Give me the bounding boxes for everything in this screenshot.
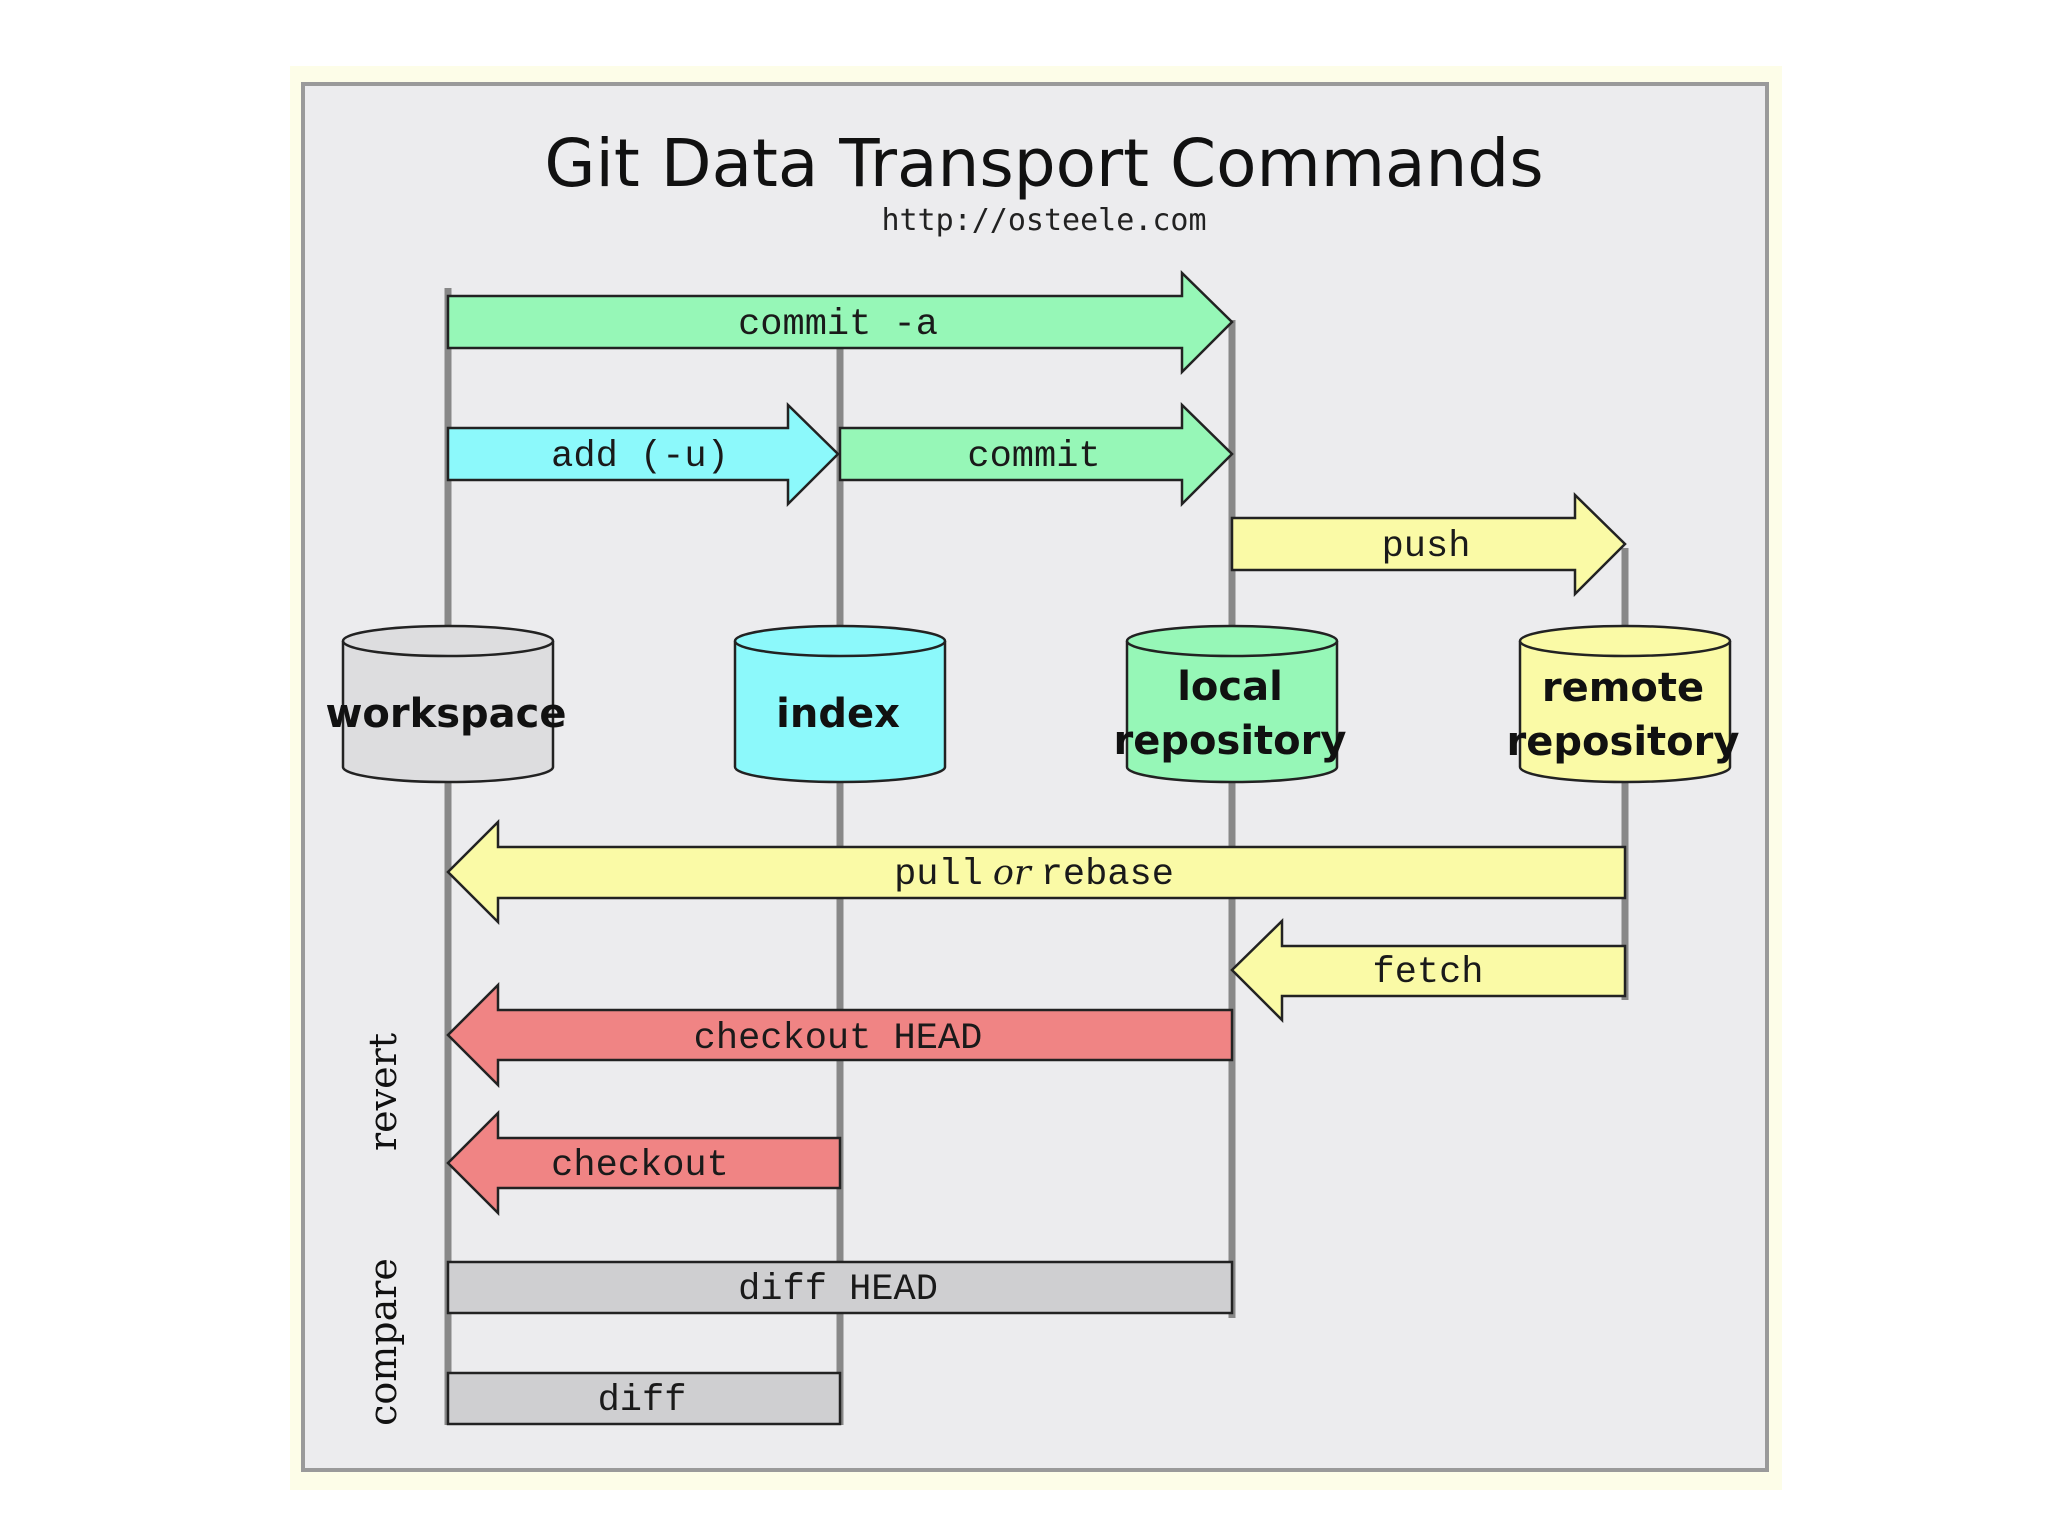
store-local-label-1: local (1177, 664, 1283, 710)
revert-side-label: revert (361, 1033, 405, 1151)
commit-label: commit (967, 436, 1100, 478)
checkout-arrow: checkout (446, 1109, 842, 1217)
commit-arrow: commit (838, 402, 1234, 508)
fetch-label: fetch (1372, 952, 1483, 994)
add-label: add (-u) (551, 436, 729, 478)
store-remote-repository: remote repository (1507, 624, 1740, 784)
store-workspace-label: workspace (325, 691, 566, 737)
pull-label: pull (894, 854, 983, 896)
checkout-head-label: checkout HEAD (694, 1018, 983, 1060)
store-index: index (733, 624, 947, 784)
diagram-title: Git Data Transport Commands (544, 125, 1543, 202)
compare-side-label: compare (361, 1258, 405, 1426)
commit-a-label: commit -a (738, 304, 938, 346)
diff-bar: diff (446, 1371, 842, 1426)
diagram-subtitle: http://osteele.com (881, 203, 1206, 238)
push-label: push (1382, 526, 1471, 568)
store-remote-label-1: remote (1542, 665, 1704, 711)
checkout-head-arrow: checkout HEAD (446, 981, 1234, 1089)
diff-head-bar: diff HEAD (446, 1260, 1234, 1315)
store-remote-label-2: repository (1507, 719, 1740, 765)
push-arrow: push (1230, 492, 1627, 598)
rebase-label: rebase (1041, 854, 1174, 896)
store-local-label-2: repository (1114, 718, 1347, 764)
store-local-repository: local repository (1114, 624, 1347, 784)
fetch-arrow: fetch (1230, 918, 1627, 1024)
commit-a-arrow: commit -a (446, 270, 1234, 376)
store-workspace: workspace (325, 624, 567, 784)
store-index-label: index (776, 691, 900, 737)
diff-label: diff (598, 1380, 687, 1422)
diff-head-label: diff HEAD (738, 1269, 938, 1311)
or-label: or (993, 853, 1033, 893)
add-arrow: add (-u) (446, 402, 840, 508)
checkout-label: checkout (551, 1145, 729, 1187)
